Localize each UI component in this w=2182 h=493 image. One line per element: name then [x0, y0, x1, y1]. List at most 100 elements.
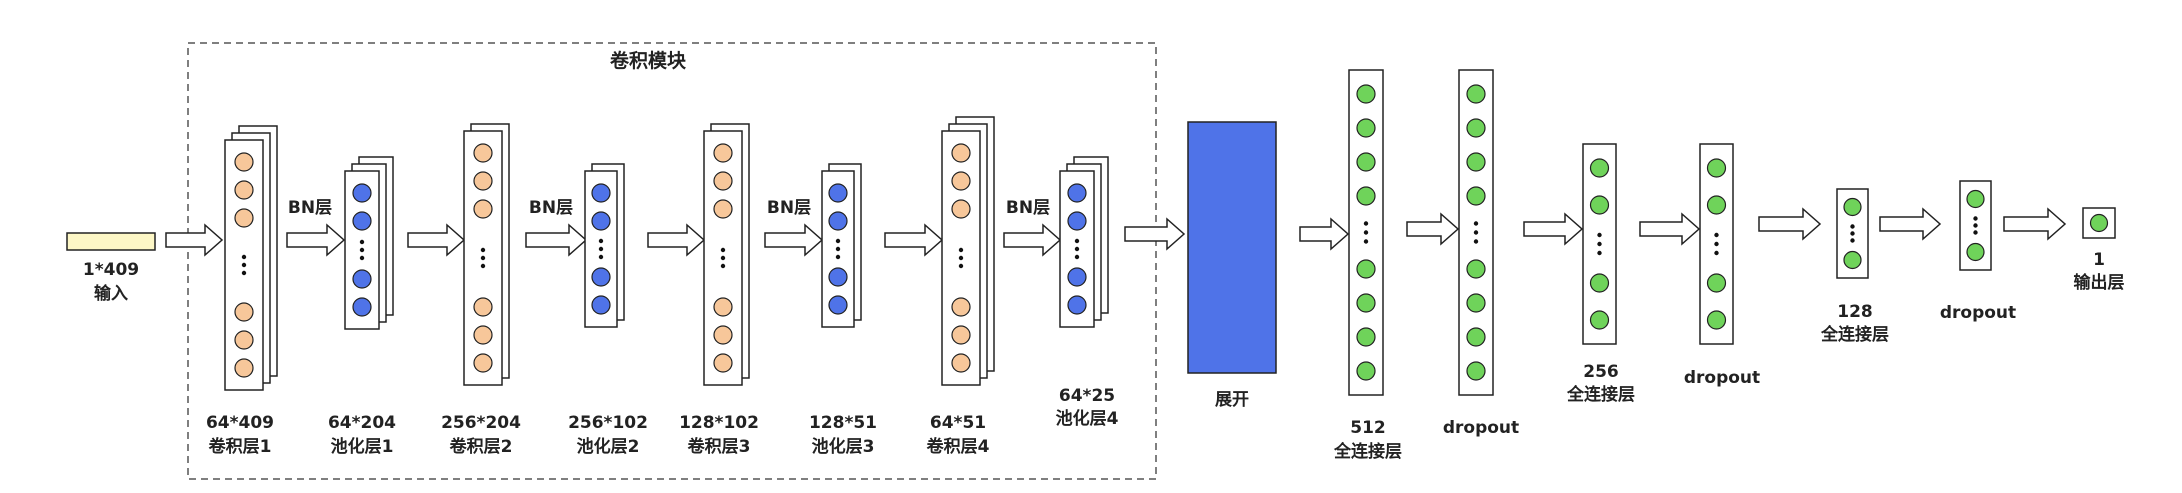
pool-block-1-name: 池化层1: [331, 436, 394, 457]
pool-block-3-name: 池化层3: [812, 436, 875, 457]
ellipsis-dot: [1973, 216, 1978, 221]
dense-128-column: [1836, 188, 1869, 279]
dropout-3: dropout: [1940, 180, 2016, 323]
ellipsis-dot: [720, 263, 726, 269]
input-size: 1*409: [83, 260, 139, 280]
conv-block-4-size: 64*51: [930, 413, 986, 433]
neuron-node: [1966, 242, 1985, 262]
neuron-node: [1466, 186, 1486, 206]
ellipsis-dot: [480, 247, 486, 253]
dense-256-column: [1582, 143, 1617, 345]
output-size: 1: [2093, 250, 2105, 270]
ellipsis-dot: [1714, 241, 1719, 247]
neuron-node: [473, 199, 493, 219]
dense-512: 512 全连接层: [1333, 69, 1402, 462]
neuron-node: [352, 183, 372, 203]
neuron-node: [1356, 186, 1376, 206]
flow-arrow: [1124, 217, 1186, 251]
neuron-node: [591, 211, 611, 231]
neuron-node: [951, 143, 971, 163]
neuron-node: [473, 353, 493, 373]
neuron-node: [1706, 158, 1727, 178]
conv-block-1-stack: [224, 125, 278, 391]
dropout-2-name: dropout: [1684, 368, 1760, 388]
ellipsis-dot: [1074, 254, 1080, 260]
neuron-node: [1706, 310, 1727, 330]
bn-label-2: BN层: [529, 198, 573, 218]
neuron-node: [1466, 118, 1486, 138]
ellipsis-dot: [598, 238, 604, 244]
neuron-node: [828, 183, 848, 203]
ellipsis-dot: [241, 254, 247, 260]
bn-label-1: BN层: [288, 198, 332, 218]
neuron-node: [1966, 189, 1985, 209]
flatten-name: 展开: [1215, 390, 1249, 410]
neuron-node: [1067, 211, 1087, 231]
pool-block-3: 128*51 池化层3: [809, 163, 877, 457]
conv-block-2: 256*204 卷积层2: [441, 123, 521, 457]
ellipsis-dot: [480, 255, 486, 261]
ellipsis-dot: [720, 255, 726, 261]
pool-block-3-size: 128*51: [809, 413, 877, 433]
pool-block-3-stack: [821, 163, 862, 328]
neuron-node: [1466, 84, 1486, 104]
neuron-node: [1589, 195, 1610, 215]
pool-block-2: 256*102 池化层2: [568, 163, 648, 457]
neuron-node: [234, 208, 254, 228]
neuron-node: [1466, 259, 1486, 279]
dropout-2-column: [1699, 143, 1734, 345]
ellipsis-dot: [1973, 230, 1978, 235]
neuron-node: [713, 325, 733, 345]
neuron-node: [951, 353, 971, 373]
ellipsis-dot: [1363, 230, 1369, 235]
flow-arrow: [1639, 212, 1701, 246]
ellipsis-dot: [958, 247, 964, 253]
pool-block-1: 64*204 池化层1: [328, 156, 396, 457]
ellipsis-dot: [1714, 250, 1719, 256]
flow-arrow: [407, 223, 466, 257]
flow-arrow: [764, 223, 824, 257]
ellipsis-dot: [1597, 232, 1602, 238]
dropout-1-column: [1458, 69, 1494, 396]
neuron-node: [1706, 195, 1727, 215]
conv-block-1-size: 64*409: [206, 413, 274, 433]
neuron-node: [473, 297, 493, 317]
flow-arrow: [1003, 223, 1062, 257]
neuron-node: [1356, 118, 1376, 138]
neuron-node: [234, 358, 254, 378]
neuron-node: [828, 267, 848, 287]
flow-arrow: [525, 223, 588, 257]
dropout-3-column: [1959, 180, 1992, 271]
output-node: [2089, 213, 2109, 233]
neuron-node: [591, 267, 611, 287]
conv-block-3-stack: [703, 123, 750, 386]
bn-label-4: BN层: [1006, 198, 1050, 218]
ellipsis-dot: [598, 254, 604, 260]
ellipsis-dot: [1473, 221, 1479, 226]
ellipsis-dot: [241, 270, 247, 276]
flatten-bar: [1187, 121, 1277, 374]
input-bar: [66, 232, 156, 251]
ellipsis-dot: [1473, 239, 1479, 244]
neuron-node: [1356, 259, 1376, 279]
ellipsis-dot: [835, 238, 841, 244]
pool-block-1-stack: [344, 156, 394, 330]
conv-block-1-name: 卷积层1: [208, 436, 272, 457]
neuron-node: [713, 297, 733, 317]
neuron-node: [234, 152, 254, 172]
dropout-1-name: dropout: [1443, 418, 1519, 438]
ellipsis-dot: [359, 239, 365, 245]
ellipsis-dot: [1850, 238, 1855, 243]
dense-128: 128 全连接层: [1820, 188, 1889, 345]
neuron-node: [951, 297, 971, 317]
dropout-3-name: dropout: [1940, 303, 2016, 323]
neuron-node: [1356, 152, 1376, 172]
ellipsis-dot: [1597, 241, 1602, 247]
neuron-node: [1067, 267, 1087, 287]
flow-arrows: [165, 207, 2067, 257]
ellipsis-dot: [1363, 221, 1369, 226]
flow-arrow: [1299, 217, 1350, 251]
neuron-node: [1843, 250, 1862, 270]
ellipsis-dot: [480, 263, 486, 269]
